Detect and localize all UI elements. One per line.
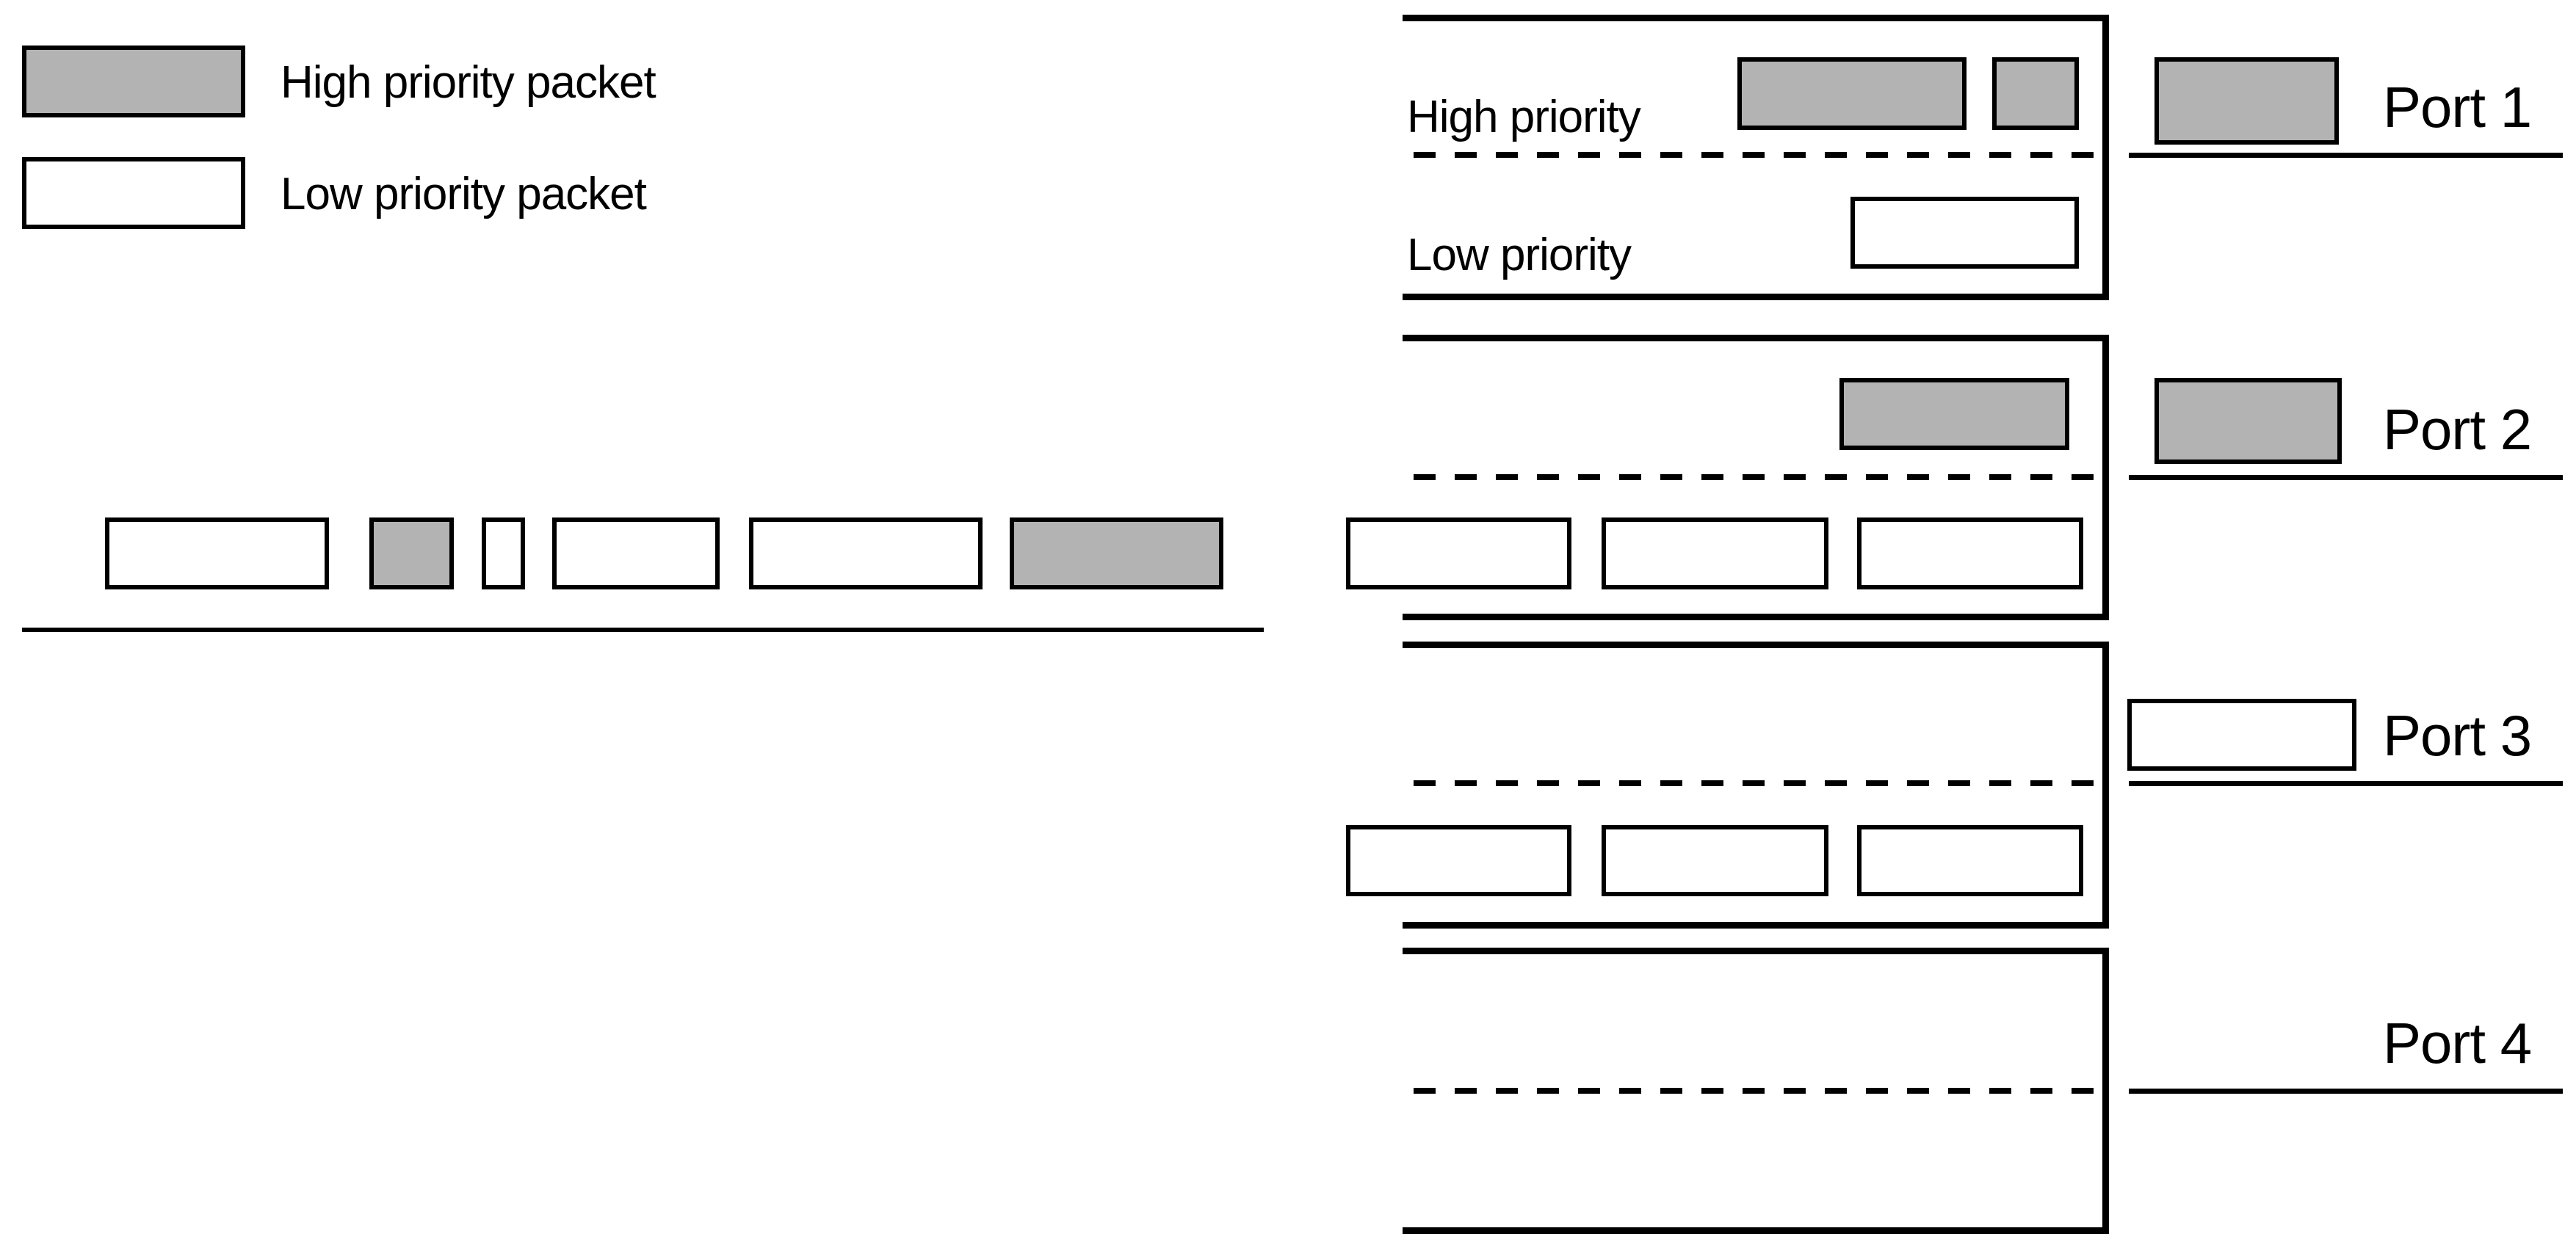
- port1-low-lane-label: Low priority: [1407, 230, 1632, 280]
- packet-port3-low-3: [1857, 825, 2083, 896]
- port4-queue-box: [1403, 948, 2109, 1234]
- port3-label: Port 3: [2383, 703, 2532, 768]
- packet-port3-output: [2127, 699, 2356, 771]
- port1-label: Port 1: [2383, 75, 2532, 139]
- input-stream-wire: [22, 628, 1264, 632]
- port1-output-wire: [2129, 153, 2563, 158]
- legend-low-priority-label: Low priority packet: [281, 169, 647, 219]
- port4-priority-divider: [1414, 1088, 2103, 1094]
- port1-priority-divider: [1414, 152, 2103, 158]
- port3-priority-divider: [1414, 780, 2103, 786]
- legend-high-priority-label: High priority packet: [281, 57, 656, 108]
- port1-queue-box: [1403, 15, 2109, 300]
- packet-input-1: [105, 517, 329, 589]
- port3-queue-box: [1403, 642, 2109, 929]
- port2-priority-divider: [1414, 474, 2103, 480]
- legend-low-priority-swatch: [22, 157, 245, 229]
- port2-label: Port 2: [2383, 397, 2532, 462]
- packet-input-2: [369, 517, 454, 589]
- packet-port2-low-1: [1346, 517, 1571, 589]
- port4-output-wire: [2129, 1089, 2563, 1094]
- packet-port1-high-1: [1737, 57, 1967, 130]
- packet-port2-low-3: [1857, 517, 2083, 589]
- packet-input-5: [749, 517, 983, 589]
- packet-port1-output: [2154, 57, 2339, 145]
- legend-high-priority-swatch: [22, 46, 245, 117]
- packet-port2-output: [2154, 378, 2342, 464]
- packet-port1-high-2: [1992, 57, 2079, 130]
- packet-port1-low-1: [1850, 197, 2079, 269]
- packet-input-3: [482, 517, 525, 589]
- port3-output-wire: [2129, 781, 2563, 786]
- packet-port3-low-1: [1346, 825, 1571, 896]
- packet-port2-high-1: [1839, 378, 2069, 450]
- port4-label: Port 4: [2383, 1011, 2532, 1075]
- packet-port2-low-2: [1602, 517, 1828, 589]
- packet-input-4: [552, 517, 720, 589]
- port2-output-wire: [2129, 475, 2563, 480]
- packet-input-6: [1010, 517, 1223, 589]
- packet-port3-low-2: [1602, 825, 1828, 896]
- port1-high-lane-label: High priority: [1407, 92, 1641, 142]
- port2-queue-box: [1403, 335, 2109, 620]
